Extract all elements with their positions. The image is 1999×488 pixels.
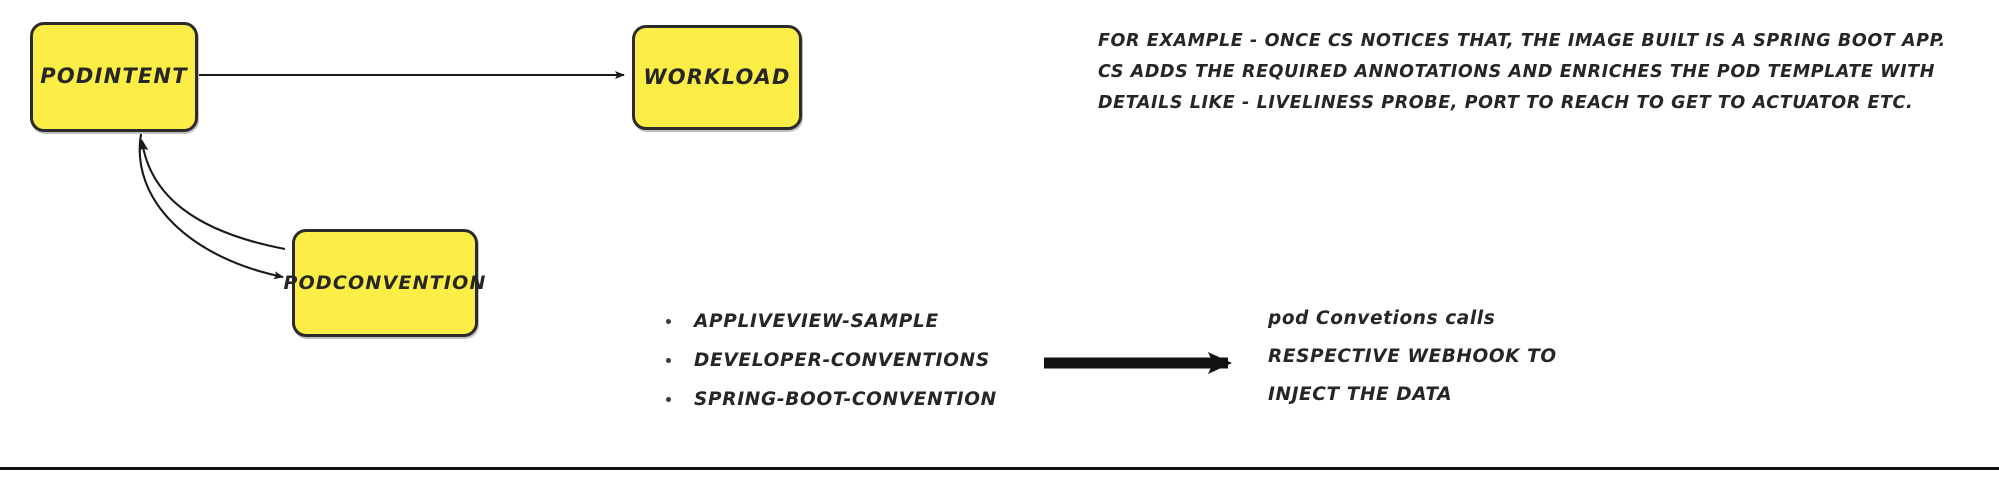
- example-note-line-3: details like - liveliness probe, port to…: [1098, 93, 1914, 113]
- list-item[interactable]: appliveview-sample: [660, 302, 997, 341]
- node-podconvention[interactable]: podconvention: [283, 229, 485, 337]
- list-item-label: appliveview-sample: [694, 311, 939, 332]
- bullet-dot-icon: [666, 397, 671, 402]
- webhook-note-line-1: pod Convetions calls: [1268, 308, 1496, 329]
- conventions-list: appliveview-sample developer-conventions…: [660, 302, 997, 419]
- bullet-dot-icon: [666, 319, 671, 324]
- node-podconvention-label: podconvention: [283, 271, 487, 294]
- example-note-line-1: For example - once cs notices that, the …: [1098, 31, 1946, 51]
- list-item[interactable]: spring-boot-convention: [660, 380, 997, 419]
- bottom-divider: [0, 467, 1999, 470]
- node-podintent[interactable]: PodIntent: [30, 22, 198, 132]
- node-workload-label: workload: [643, 64, 791, 89]
- list-item-label: spring-boot-convention: [694, 389, 997, 410]
- node-workload[interactable]: workload: [632, 25, 802, 130]
- example-note: For example - once cs notices that, the …: [1098, 26, 1946, 119]
- list-item[interactable]: developer-conventions: [660, 341, 997, 380]
- edge-podconvention-to-podintent: [138, 139, 286, 251]
- list-item-label: developer-conventions: [694, 350, 990, 371]
- example-note-line-2: cs adds the required annotations and enr…: [1098, 62, 1935, 82]
- node-podintent-label: PodIntent: [40, 64, 188, 89]
- edge-podintent-to-podconvention: [138, 133, 284, 280]
- bullet-dot-icon: [666, 358, 671, 363]
- webhook-note-line-2: respective webhook to: [1268, 346, 1557, 367]
- webhook-note-line-3: inject the data: [1268, 384, 1453, 405]
- webhook-note: pod Convetions calls respective webhook …: [1268, 300, 1557, 414]
